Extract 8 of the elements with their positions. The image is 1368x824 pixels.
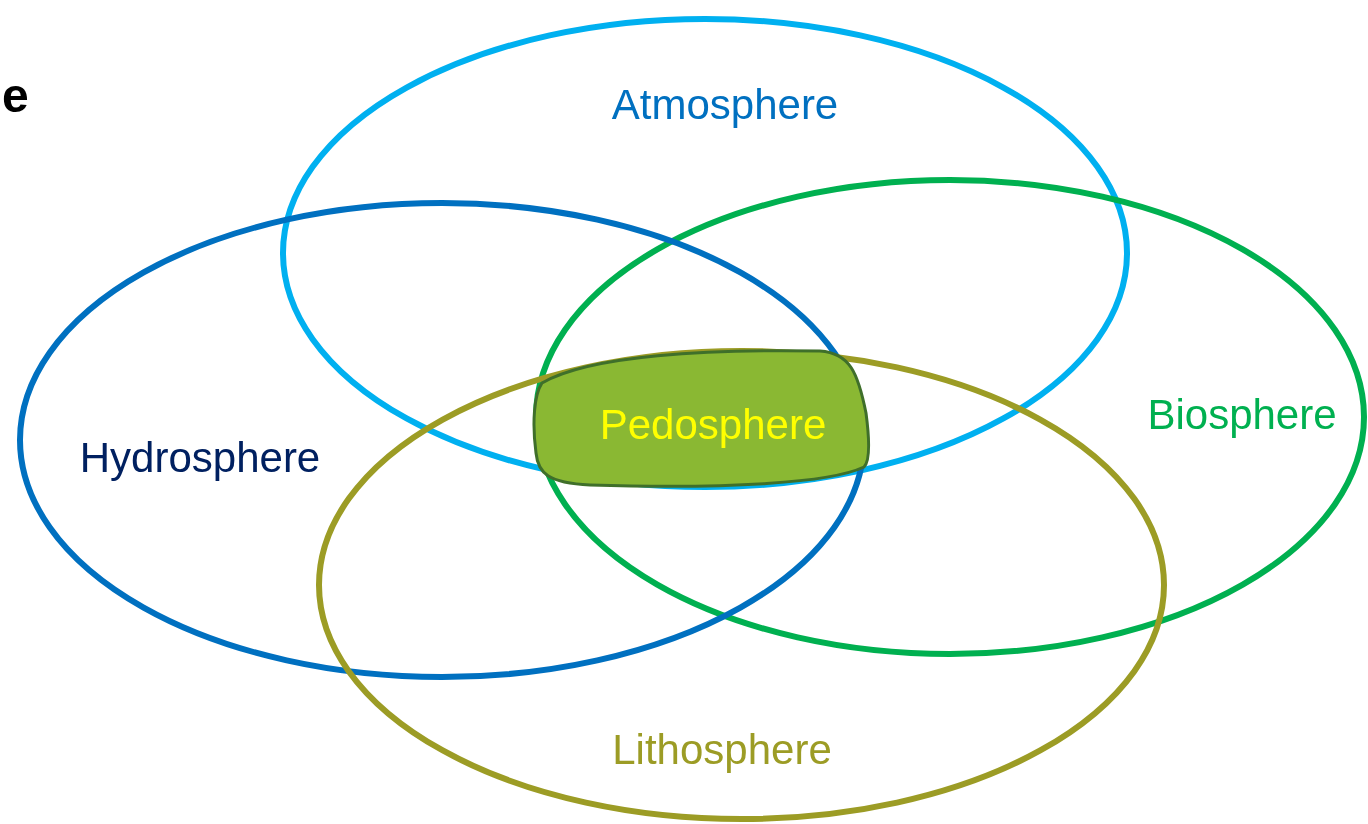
set-label: Hydrosphere xyxy=(79,434,321,482)
set-label: Pedosphere xyxy=(599,401,827,449)
title-fragment: e xyxy=(2,68,29,123)
set-label: Biosphere xyxy=(1147,391,1337,439)
set-ellipse xyxy=(533,177,1367,657)
set-label: Lithosphere xyxy=(612,726,832,774)
set-label: Atmosphere xyxy=(611,81,839,129)
set-ellipse xyxy=(17,200,867,680)
